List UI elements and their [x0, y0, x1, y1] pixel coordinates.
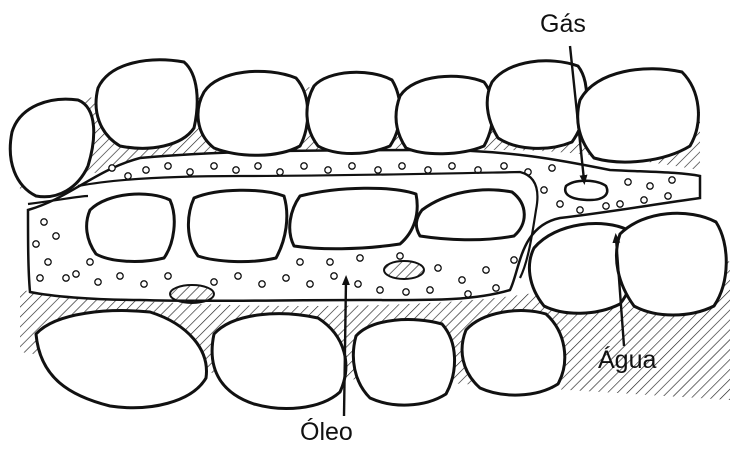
label-oleo: Óleo: [300, 420, 353, 445]
gas-bubble: [565, 181, 607, 200]
label-gas: Gás: [540, 12, 586, 37]
label-agua: Água: [598, 348, 656, 373]
